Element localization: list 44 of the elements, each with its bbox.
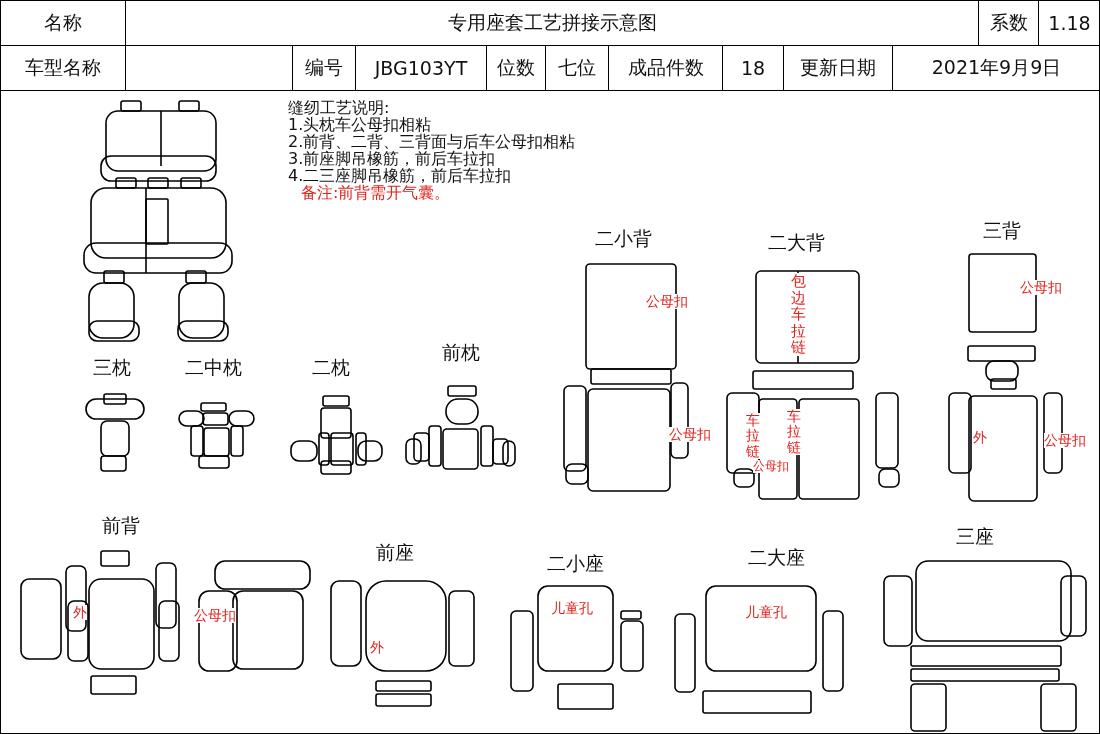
note-text: 3.前座脚吊橡筋，前后车拉扣 xyxy=(288,151,496,168)
annotation-text: 儿童孔 xyxy=(745,605,787,620)
header-cell: 名称 xyxy=(1,1,126,46)
annotation-text: 公母扣 xyxy=(753,460,789,473)
annotation-text: 公母扣 xyxy=(646,294,688,309)
annotation-text: 外 xyxy=(370,640,384,655)
note-text: 缝纫工艺说明: xyxy=(288,100,390,117)
annotation-text: 公母扣 xyxy=(669,427,711,442)
note-text: 2.前背、二背、三背面与后车公母扣相粘 xyxy=(288,134,576,151)
part-title: 二中枕 xyxy=(185,358,242,378)
note-text: 1.头枕车公母扣相粘 xyxy=(288,117,432,134)
part-title: 二枕 xyxy=(312,358,350,378)
annotation-text: 公母扣 xyxy=(1044,433,1086,448)
header-cell: 1.18 xyxy=(1039,1,1099,46)
header-cell: JBG103YT xyxy=(356,46,487,91)
annotation-text: 车拉链 xyxy=(787,409,801,456)
header-cell: 18 xyxy=(723,46,784,91)
part-title: 二大背 xyxy=(768,233,825,253)
annotation-text: 外 xyxy=(73,605,87,620)
part-title: 前背 xyxy=(102,516,140,536)
part-title: 二大座 xyxy=(748,548,805,568)
part-title: 三枕 xyxy=(93,358,131,378)
part-title: 前座 xyxy=(376,543,414,563)
header-cell: 位数 xyxy=(487,46,546,91)
annotation-text: 公母扣 xyxy=(1020,280,1062,295)
header-cell: 编号 xyxy=(293,46,356,91)
part-title: 三背 xyxy=(983,221,1021,241)
note-text: 4.二三座脚吊橡筋，前后车拉扣 xyxy=(288,168,512,185)
part-title: 三座 xyxy=(956,527,994,547)
part-title: 二小背 xyxy=(595,229,652,249)
part-title: 前枕 xyxy=(442,343,480,363)
annotation-text: 公母扣 xyxy=(194,608,236,623)
header-cell: 系数 xyxy=(979,1,1039,46)
header-cell: 七位 xyxy=(546,46,609,91)
sheet-title: 专用座套工艺拼接示意图 xyxy=(126,1,979,46)
header-cell: 成品件数 xyxy=(609,46,723,91)
annotation-text: 儿童孔 xyxy=(551,601,593,616)
annotation-text: 车拉链 xyxy=(746,413,760,460)
annotation-text: 包边车拉链 xyxy=(791,273,806,356)
annotation-text: 外 xyxy=(973,430,987,445)
header-cell: 车型名称 xyxy=(1,46,126,91)
header-cell: 2021年9月9日 xyxy=(893,46,1099,91)
part-title: 二小座 xyxy=(547,554,604,574)
header-cell: 更新日期 xyxy=(784,46,893,91)
